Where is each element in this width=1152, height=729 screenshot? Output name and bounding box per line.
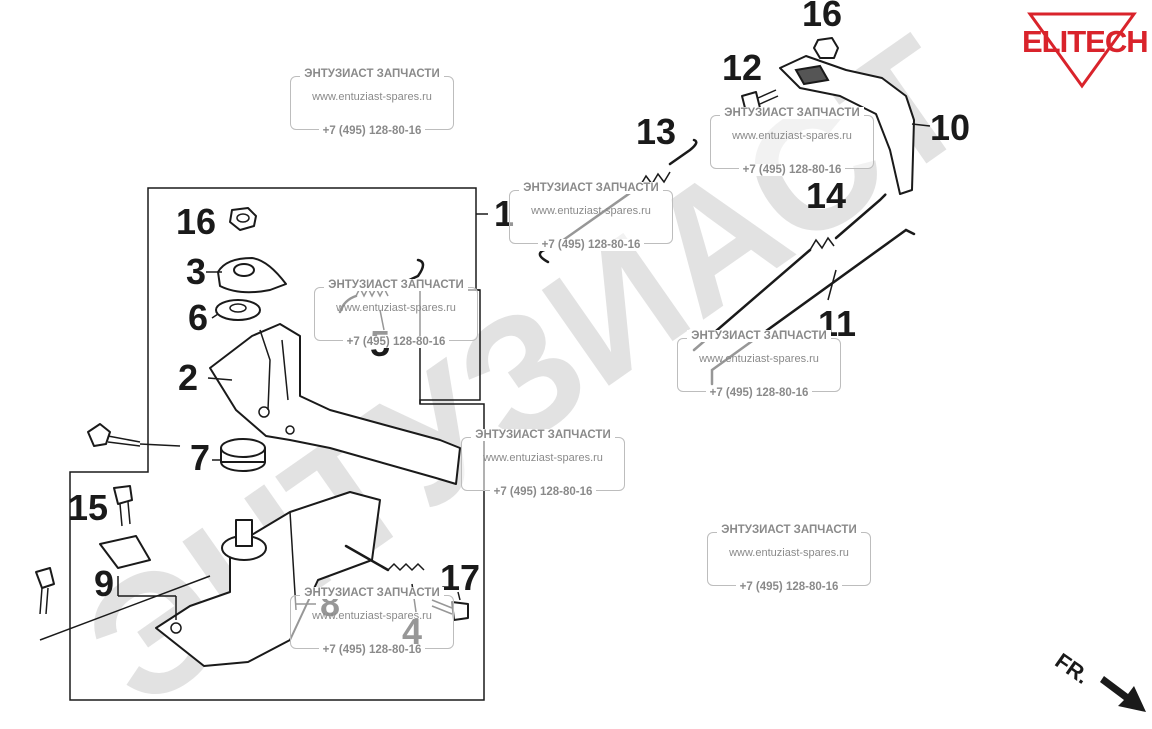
watermark-title: ЭНТУЗИАСТ ЗАПЧАСТИ	[300, 68, 444, 80]
callout-17: 17	[440, 557, 480, 598]
callout-10: 10	[930, 107, 970, 148]
watermark-phone: +7 (495) 128-80-16	[342, 336, 450, 348]
watermark-phone: +7 (495) 128-80-16	[537, 239, 645, 251]
watermark-box: ЭНТУЗИАСТ ЗАПЧАСТИ www.entuziast-spares.…	[677, 330, 841, 399]
part-7-grommet	[220, 438, 266, 472]
watermark-title: ЭНТУЗИАСТ ЗАПЧАСТИ	[687, 330, 831, 342]
watermark-box: ЭНТУЗИАСТ ЗАПЧАСТИ www.entuziast-spares.…	[707, 524, 871, 593]
watermark-title: ЭНТУЗИАСТ ЗАПЧАСТИ	[720, 107, 864, 119]
callout-12: 12	[722, 47, 762, 88]
watermark-title: ЭНТУЗИАСТ ЗАПЧАСТИ	[471, 429, 615, 441]
watermark-url: www.entuziast-spares.ru	[729, 547, 849, 559]
watermark-phone: +7 (495) 128-80-16	[318, 125, 426, 137]
front-direction-arrow	[1100, 676, 1146, 712]
watermark-title: ЭНТУЗИАСТ ЗАПЧАСТИ	[324, 279, 468, 291]
callout-15: 15	[68, 487, 108, 528]
part-16-nut	[229, 207, 257, 231]
part-8-bracket	[155, 491, 381, 667]
callout-2: 2	[178, 357, 198, 398]
part-15-bolt	[113, 485, 133, 527]
watermark-box: ЭНТУЗИАСТ ЗАПЧАСТИ www.entuziast-spares.…	[290, 587, 454, 656]
part-4-spring	[344, 544, 425, 572]
part-6-washer	[215, 299, 261, 321]
watermark-box: ЭНТУЗИАСТ ЗАПЧАСТИ www.entuziast-spares.…	[710, 107, 874, 176]
callout-16-right: 16	[802, 0, 842, 34]
logo-text: ELITECH	[1022, 24, 1149, 59]
watermark-url: www.entuziast-spares.ru	[531, 205, 651, 217]
watermark-url: www.entuziast-spares.ru	[312, 610, 432, 622]
watermark-title: ЭНТУЗИАСТ ЗАПЧАСТИ	[717, 524, 861, 536]
part-3-plate	[217, 257, 287, 294]
watermark-box: ЭНТУЗИАСТ ЗАПЧАСТИ www.entuziast-spares.…	[314, 279, 478, 348]
watermark-url: www.entuziast-spares.ru	[312, 91, 432, 103]
part-bolt-left	[87, 423, 141, 447]
watermark-url: www.entuziast-spares.ru	[483, 452, 603, 464]
watermark-phone: +7 (495) 128-80-16	[735, 581, 843, 593]
part-16-nut-right	[813, 37, 839, 59]
callout-3: 3	[186, 251, 206, 292]
watermark-title: ЭНТУЗИАСТ ЗАПЧАСТИ	[519, 182, 663, 194]
watermark-phone: +7 (495) 128-80-16	[738, 164, 846, 176]
watermark-url: www.entuziast-spares.ru	[699, 353, 819, 365]
watermark-phone: +7 (495) 128-80-16	[705, 387, 813, 399]
watermark-box: ЭНТУЗИАСТ ЗАПЧАСТИ www.entuziast-spares.…	[290, 68, 454, 137]
watermark-title: ЭНТУЗИАСТ ЗАПЧАСТИ	[300, 587, 444, 599]
callout-9: 9	[94, 563, 114, 604]
callout-6: 6	[188, 297, 208, 338]
part-2-lever	[209, 323, 461, 485]
logo-triangle-icon	[1027, 12, 1137, 89]
watermark-box: ЭНТУЗИАСТ ЗАПЧАСТИ www.entuziast-spares.…	[509, 182, 673, 251]
part-9-clip	[99, 535, 151, 569]
elitech-logo: ELITECH	[1022, 10, 1149, 90]
callout-7: 7	[190, 437, 210, 478]
callout-16-left: 16	[176, 201, 216, 242]
watermark-url: www.entuziast-spares.ru	[336, 302, 456, 314]
part-10-bracket	[779, 55, 915, 195]
watermark-url: www.entuziast-spares.ru	[732, 130, 852, 142]
part-bolt-bottom-left	[35, 567, 55, 615]
watermark-phone: +7 (495) 128-80-16	[489, 486, 597, 498]
watermark-box: ЭНТУЗИАСТ ЗАПЧАСТИ www.entuziast-spares.…	[461, 429, 625, 498]
watermark-phone: +7 (495) 128-80-16	[318, 644, 426, 656]
callout-14: 14	[806, 175, 846, 216]
callout-13: 13	[636, 111, 676, 152]
